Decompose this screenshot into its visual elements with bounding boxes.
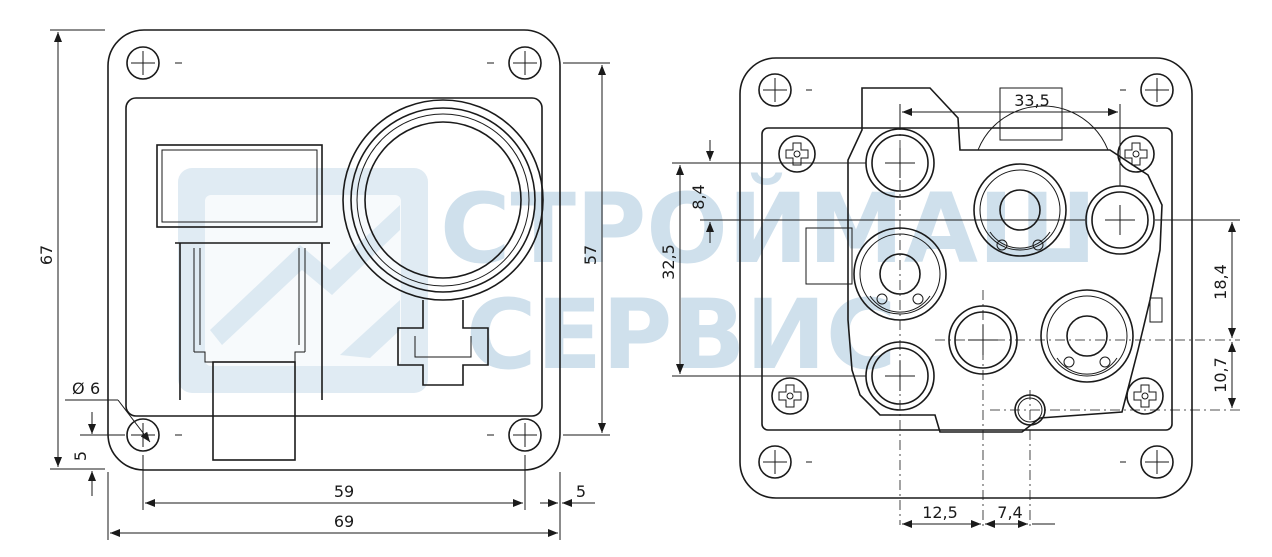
mounting-hole-icon <box>126 46 160 80</box>
dim-top-width: 33,5 <box>1014 91 1050 110</box>
rear-view: 33,5 8,4 32,5 18,4 10,7 12,5 7, <box>659 57 1240 530</box>
terminal-icon <box>973 163 1067 257</box>
screw-icon <box>1117 135 1155 173</box>
dim-offset-18-4: 18,4 <box>1211 264 1230 300</box>
watermark-logo-icon <box>178 168 428 393</box>
screw-icon <box>778 135 816 173</box>
dim-hole-diameter-value: 6 <box>90 379 100 398</box>
front-inner-panel <box>125 97 543 417</box>
rear-dimensions: 33,5 8,4 32,5 18,4 10,7 12,5 7, <box>659 91 1240 528</box>
rear-flange-outline <box>739 57 1193 499</box>
rear-mounting-holes <box>758 73 1174 479</box>
dim-offset-10-7: 10,7 <box>1211 357 1230 393</box>
watermark-line1: СТРОЙМАШ <box>440 172 1097 285</box>
mounting-hole-icon <box>1140 445 1174 479</box>
dim-height-total: 67 <box>37 245 56 265</box>
dim-hole-offset-horizontal: 5 <box>576 482 586 501</box>
mounting-hole-icon <box>508 418 542 452</box>
mounting-hole-icon <box>126 418 160 452</box>
switch-lever <box>212 361 296 461</box>
round-button <box>342 99 544 386</box>
dim-hole-offset-vertical: 5 <box>71 451 90 461</box>
dim-span-32-5: 32,5 <box>659 244 678 280</box>
front-flange-outline <box>107 29 561 471</box>
rocker-switch <box>156 144 330 461</box>
mounting-hole-icon <box>758 445 792 479</box>
terminal-icon <box>1040 289 1134 383</box>
mounting-hole-icon <box>758 73 792 107</box>
watermark-line2: СЕРВИС <box>466 279 896 391</box>
dim-hole-spacing: 59 <box>334 482 354 501</box>
dim-width-total: 69 <box>334 512 354 531</box>
rear-shell-outline <box>847 87 1163 433</box>
switch-window <box>156 144 323 228</box>
dim-offset-8-4: 8,4 <box>689 184 708 209</box>
dim-offset-12-5: 12,5 <box>922 503 958 522</box>
dim-offset-7-4: 7,4 <box>997 503 1022 522</box>
screw-icon <box>771 377 809 415</box>
dim-hole-diameter-symbol: Ø <box>72 379 85 398</box>
dim-height-inner: 57 <box>581 245 600 265</box>
rear-inner-body <box>761 127 1173 431</box>
front-view: 67 57 Ø 6 5 59 5 <box>37 29 610 540</box>
mounting-hole-icon <box>508 46 542 80</box>
screw-icon <box>1126 377 1164 415</box>
rear-screws <box>771 135 1164 415</box>
front-dimensions: 67 57 Ø 6 5 59 5 <box>37 29 610 540</box>
mounting-hole-icon <box>1140 73 1174 107</box>
watermark: СТРОЙМАШ СЕРВИС <box>178 168 1097 393</box>
